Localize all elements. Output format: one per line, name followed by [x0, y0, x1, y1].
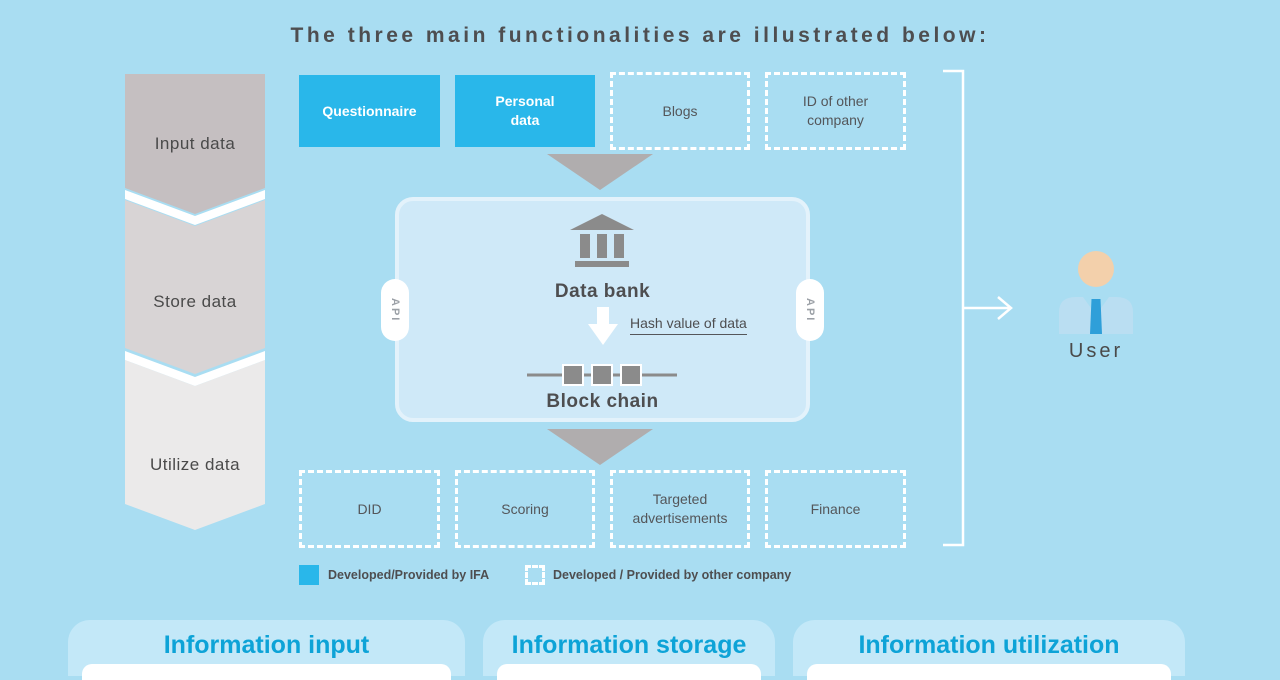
user-label: User — [1068, 340, 1124, 362]
chevron-store-data — [125, 200, 265, 374]
card-information-input-title: Information input — [163, 631, 370, 659]
api-pill-left: API — [381, 279, 409, 341]
legend-ifa-label: Developed/Provided by IFA — [328, 568, 490, 582]
card-information-utilization: Information utilization — [793, 620, 1185, 680]
hash-arrow-down-icon — [588, 307, 618, 345]
chevron-input-data — [125, 74, 265, 214]
user-icon — [1059, 251, 1133, 334]
input-box-personal-data: Personal data — [455, 75, 595, 147]
output-box-targeted-advertisements: Targeted advertisements — [610, 470, 750, 548]
step-label-input-data: Input data — [154, 134, 236, 153]
user-bracket-arrow-icon — [943, 69, 1013, 547]
card-information-utilization-title: Information utilization — [858, 631, 1120, 659]
card-information-utilization-body — [807, 664, 1171, 680]
output-box-did: DID — [299, 470, 440, 548]
hash-value-label: Hash value of data — [630, 315, 747, 335]
bank-icon — [570, 214, 634, 267]
input-box-blogs: Blogs — [610, 72, 750, 150]
blockchain-icon — [527, 364, 677, 386]
flow-arrow-down-bottom-icon — [547, 429, 653, 465]
diagram-title: The three main functionalities are illus… — [290, 24, 990, 47]
step-label-utilize-data: Utilize data — [149, 455, 241, 474]
card-information-input: Information input — [68, 620, 465, 680]
card-information-storage-title: Information storage — [511, 631, 747, 659]
api-pill-right: API — [796, 279, 824, 341]
block-chain-label: Block chain — [546, 391, 659, 412]
input-box-questionnaire: Questionnaire — [299, 75, 440, 147]
legend-other-label: Developed / Provided by other company — [553, 568, 792, 582]
output-box-finance: Finance — [765, 470, 906, 548]
card-information-input-body — [82, 664, 451, 680]
chevron-utilize-data — [125, 360, 265, 530]
legend-other-swatch — [525, 565, 545, 585]
data-bank-label: Data bank — [554, 281, 651, 302]
legend-ifa-swatch — [299, 565, 319, 585]
card-information-storage-body — [497, 664, 761, 680]
input-box-id-other-company: ID of other company — [765, 72, 906, 150]
flow-arrow-down-top-icon — [547, 154, 653, 190]
output-box-scoring: Scoring — [455, 470, 595, 548]
step-label-store-data: Store data — [153, 292, 237, 311]
card-information-storage: Information storage — [483, 620, 775, 680]
